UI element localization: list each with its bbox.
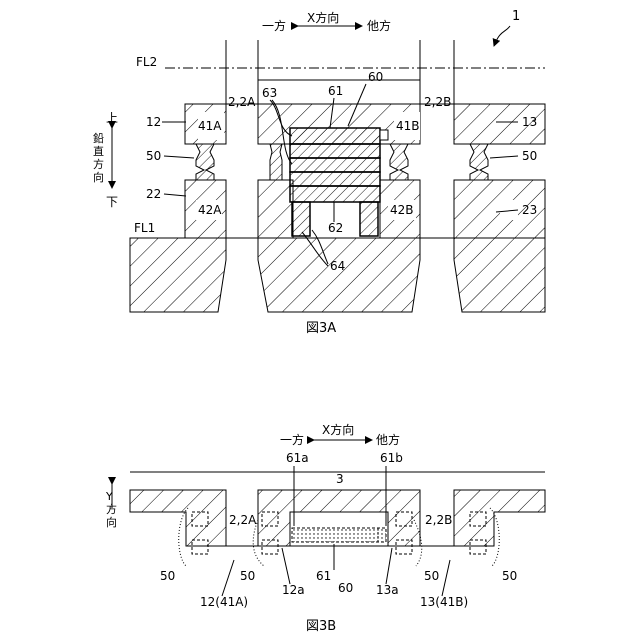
label-50-plan-2: 50: [240, 569, 255, 583]
label-60: 60: [368, 70, 383, 84]
label-41b: 41B: [396, 119, 420, 133]
direction-left-label-3b: 一方: [280, 432, 304, 447]
label-2-2a: 2,2A: [228, 95, 256, 109]
label-61b: 61b: [380, 451, 403, 465]
label-50-right: 50: [522, 149, 537, 163]
y-direction-indicator: Y方向: [105, 484, 117, 529]
device-61-plan: [292, 528, 386, 542]
ref-1-label: 1: [512, 9, 520, 24]
leader-22: [164, 194, 186, 196]
x-direction-indicator-3b: 一方 X方向 他方: [280, 422, 400, 447]
label-61-plan: 61: [316, 569, 331, 583]
vertical-up-label: 上: [106, 111, 118, 125]
label-64: 64: [330, 259, 345, 273]
leader-50-left: [164, 156, 194, 158]
leader-12-41a: [222, 560, 234, 596]
leader-50-right: [490, 156, 518, 158]
device-60: [290, 128, 388, 236]
vertical-axis-label: 鉛直方向: [93, 131, 104, 184]
label-42a: 42A: [198, 203, 222, 217]
label-13-41b: 13(41B): [420, 595, 468, 609]
label-2-2a-3b: 2,2A: [229, 513, 257, 527]
vertical-down-label: 下: [106, 195, 118, 209]
fl2-label: FL2: [136, 55, 157, 69]
x-direction-indicator: 一方 X方向 他方: [262, 10, 391, 33]
label-13a: 13a: [376, 583, 399, 597]
label-60-plan: 60: [338, 581, 353, 595]
ref-1-leader: [494, 26, 510, 46]
direction-right-label: 他方: [367, 18, 391, 33]
label-61a: 61a: [286, 451, 309, 465]
label-12-41a: 12(41A): [200, 595, 248, 609]
figure-3a: 一方 X方向 他方 1 FL2: [93, 9, 545, 336]
label-50-plan-4: 50: [502, 569, 517, 583]
lower-block-left-inner: [258, 180, 293, 238]
leader-13a: [386, 548, 392, 584]
bearing-right: [470, 144, 488, 180]
label-23: 23: [522, 203, 537, 217]
label-50-plan-1: 50: [160, 569, 175, 583]
direction-left-label: 一方: [262, 18, 286, 33]
label-61: 61: [328, 84, 343, 98]
foundation-right: [454, 238, 545, 312]
leader-12a: [282, 548, 290, 584]
leader-13-41b: [442, 560, 450, 596]
label-12a: 12a: [282, 583, 305, 597]
label-63: 63: [262, 86, 277, 100]
direction-right-label-3b: 他方: [376, 432, 400, 447]
label-42b: 42B: [390, 203, 414, 217]
bearing-mid-left: [270, 144, 282, 180]
label-50-left: 50: [146, 149, 161, 163]
bearing-left: [196, 144, 214, 180]
label-2-2b: 2,2B: [424, 95, 451, 109]
label-2-2b-3b: 2,2B: [425, 513, 452, 527]
bearing-mid-right: [390, 144, 408, 180]
label-50-plan-3: 50: [424, 569, 439, 583]
y-axis-label: Y方向: [105, 490, 117, 529]
foundation-center: [258, 238, 420, 312]
direction-axis-label: X方向: [307, 10, 339, 25]
figure-3b: 一方 X方向 他方 3 Y方向: [105, 422, 545, 634]
direction-axis-label-3b: X方向: [322, 422, 354, 437]
support-leg-right: [360, 202, 378, 236]
label-12: 12: [146, 115, 161, 129]
caption-3a: 図3A: [306, 321, 336, 336]
foundation-left: [130, 238, 226, 312]
label-22: 22: [146, 187, 161, 201]
support-leg-left: [292, 202, 310, 236]
label-3: 3: [336, 472, 344, 486]
label-13: 13: [522, 115, 537, 129]
fl1-label: FL1: [134, 221, 155, 235]
label-62: 62: [328, 221, 343, 235]
label-41a: 41A: [198, 119, 222, 133]
plan-block-left: [130, 490, 226, 546]
caption-3b: 図3B: [306, 619, 336, 634]
vertical-direction-indicator: 上 鉛直方向 下: [93, 111, 118, 209]
plan-block-right: [454, 490, 545, 546]
